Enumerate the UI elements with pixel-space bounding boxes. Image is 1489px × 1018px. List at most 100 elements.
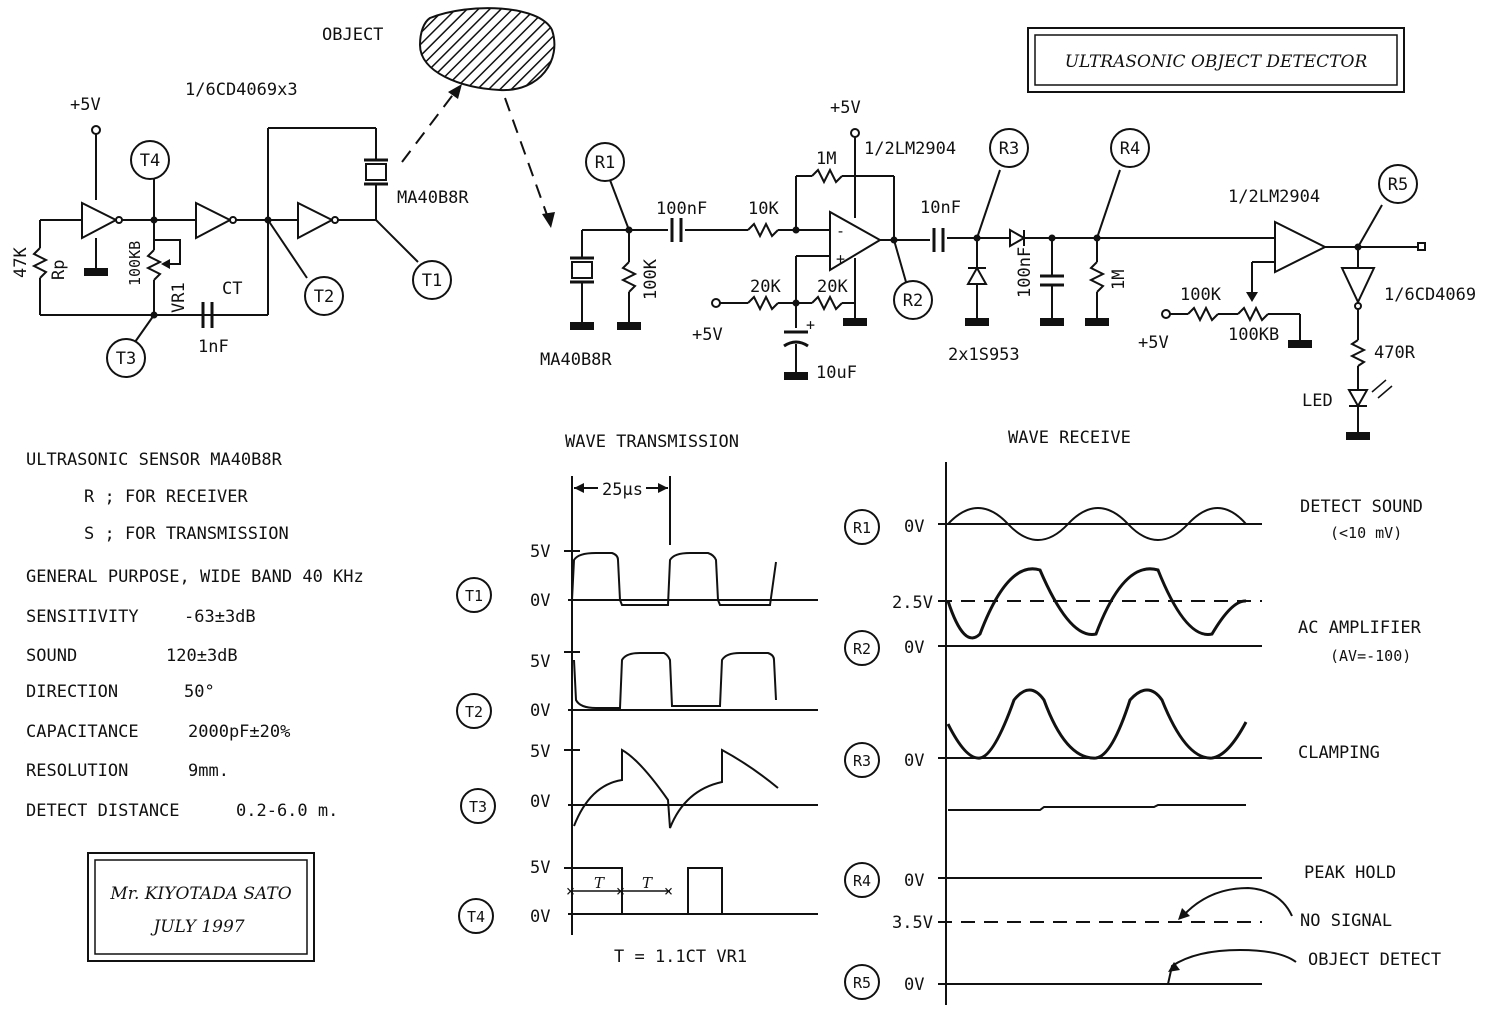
svg-text:+: +	[836, 250, 845, 268]
spec-label: CAPACITANCE	[26, 722, 139, 742]
rx-r1m-label: 1M	[816, 149, 836, 169]
tp-r4: R4	[1120, 139, 1140, 159]
note-detect-sound-sub: (<10 mV)	[1330, 524, 1402, 542]
tx-supply-label: +5V	[70, 95, 101, 115]
specs-heading: ULTRASONIC SENSOR MA40B8R	[26, 450, 283, 470]
rx-supply2-label: +5V	[692, 325, 723, 345]
tx-wave-t2: T2	[465, 703, 483, 721]
spec-label: DIRECTION	[26, 682, 118, 702]
rx-r100k-b-label: 100K	[1180, 285, 1222, 305]
r2-2v5: 2.5V	[892, 593, 933, 613]
r4-0v: 0V	[904, 871, 924, 891]
rx-opamp2-label: 1/2LM2904	[1228, 187, 1320, 207]
author-box: Mr. KIYOTADA SATO JULY 1997	[87, 852, 315, 962]
specs-s-note: S ; FOR TRANSMISSION	[84, 524, 289, 544]
ct-value-label: 1nF	[198, 337, 229, 357]
rx-pot100kb-label: 100KB	[1228, 325, 1279, 345]
tp-r5: R5	[1388, 175, 1408, 195]
spec-value: 120±3dB	[166, 646, 238, 666]
tau-label-1: T	[594, 874, 605, 892]
spec-label: RESOLUTION	[26, 761, 128, 781]
svg-text:×: ×	[616, 882, 625, 900]
note-object-detect: OBJECT DETECT	[1308, 950, 1441, 970]
rx-led-label: LED	[1302, 391, 1333, 411]
t3-0v: 0V	[530, 792, 550, 812]
t2-5v: 5V	[530, 652, 550, 672]
rx-c10uf-label: 10uF	[816, 363, 857, 383]
svg-text:-: -	[836, 222, 845, 240]
receiver-circuit: MA40B8R 100K 100nF 10K 1M +5V 1/2LM2904 …	[540, 98, 1476, 440]
r5-0v: 0V	[904, 975, 924, 995]
r47k-label: 47K	[11, 247, 31, 278]
t1-5v: 5V	[530, 542, 550, 562]
rx-beam-arrow	[504, 97, 548, 216]
r2-0v: 0V	[904, 638, 924, 658]
rx-arrowhead	[542, 212, 555, 228]
object-shape	[418, 7, 556, 92]
t1-0v: 0V	[530, 591, 550, 611]
note-clamping: CLAMPING	[1298, 743, 1380, 763]
tp-r3: R3	[999, 139, 1019, 159]
tp-t1: T1	[422, 271, 442, 291]
wave-transmission: WAVE TRANSMISSION 25μs T1 5V 0V T2 5V 0V…	[456, 432, 818, 967]
note-detect-sound: DETECT SOUND	[1300, 497, 1423, 517]
r4-3v5: 3.5V	[892, 913, 933, 933]
rx-opamp-label: 1/2LM2904	[864, 139, 956, 159]
rx-c100nf-label: 100nF	[656, 199, 707, 219]
r3-0v: 0V	[904, 751, 924, 771]
rx-wave-r1: R1	[853, 519, 871, 537]
note-ac-amp-sub: (AV=-100)	[1330, 647, 1411, 665]
rx-c100nf-b-label: 100nF	[1015, 247, 1035, 298]
tx-arrowhead	[448, 84, 462, 99]
rx-supply3-label: +5V	[1138, 333, 1169, 353]
t3-5v: 5V	[530, 742, 550, 762]
vr1-label: VR1	[169, 282, 189, 313]
tx-wave-t1: T1	[465, 587, 483, 605]
tau-label-2: T	[642, 874, 653, 892]
spec-value: -63±3dB	[184, 607, 256, 627]
spec-label: SOUND	[26, 646, 77, 666]
tx-beam-arrow	[401, 91, 456, 163]
rx-c10nf-label: 10nF	[920, 198, 961, 218]
svg-text:×: ×	[566, 882, 575, 900]
sensor-specs: ULTRASONIC SENSOR MA40B8R R ; FOR RECEIV…	[26, 450, 364, 821]
wave-receive: WAVE RECEIVE R1 0V DETECT SOUND (<10 mV)…	[844, 428, 1441, 1005]
rx-wave-r5: R5	[853, 974, 871, 992]
spec-value: 50°	[184, 682, 215, 702]
rx-r100k-label: 100K	[641, 258, 661, 300]
rx-diodes-label: 2x1S953	[948, 345, 1020, 365]
rp-label: Rp	[49, 260, 69, 280]
tx-ic-label: 1/6CD4069x3	[185, 80, 298, 100]
rx-r10k-label: 10K	[748, 199, 779, 219]
specs-r-note: R ; FOR RECEIVER	[84, 487, 249, 507]
tx-wave-t3: T3	[469, 798, 487, 816]
svg-text:+: +	[806, 316, 815, 334]
svg-text:×: ×	[664, 882, 673, 900]
r1-0v: 0V	[904, 517, 924, 537]
spec-value: 9mm.	[188, 761, 229, 781]
rx-supply-label: +5V	[830, 98, 861, 118]
title-text: ULTRASONIC OBJECT DETECTOR	[1065, 52, 1368, 72]
rx-r1m-b-label: 1M	[1109, 270, 1129, 290]
t4-0v: 0V	[530, 907, 550, 927]
tx-test-points: T4 T3 T2 T1	[106, 140, 452, 378]
author-date: JULY 1997	[150, 917, 244, 937]
spec-value: 2000pF±20%	[188, 722, 290, 742]
note-peak-hold: PEAK HOLD	[1304, 863, 1396, 883]
note-no-signal: NO SIGNAL	[1300, 911, 1392, 931]
title-box: ULTRASONIC OBJECT DETECTOR	[1027, 27, 1405, 93]
transmitter-circuit: +5V 1/6CD4069x3 47K Rp 100KB VR1 CT	[11, 80, 469, 357]
wave-tx-heading: WAVE TRANSMISSION	[565, 432, 739, 452]
spec-label: SENSITIVITY	[26, 607, 139, 627]
rx-test-points: R1 R2 R3 R4 R5	[585, 128, 1418, 320]
tx-sensor-label: MA40B8R	[397, 188, 469, 208]
ct-label: CT	[222, 279, 242, 299]
tp-r1: R1	[595, 153, 615, 173]
pot-label: 100KB	[126, 241, 144, 286]
object-label: OBJECT	[322, 25, 383, 45]
author-name: Mr. KIYOTADA SATO	[109, 884, 291, 904]
tp-r2: R2	[903, 291, 923, 311]
t4-5v: 5V	[530, 858, 550, 878]
rx-sensor-label: MA40B8R	[540, 350, 612, 370]
